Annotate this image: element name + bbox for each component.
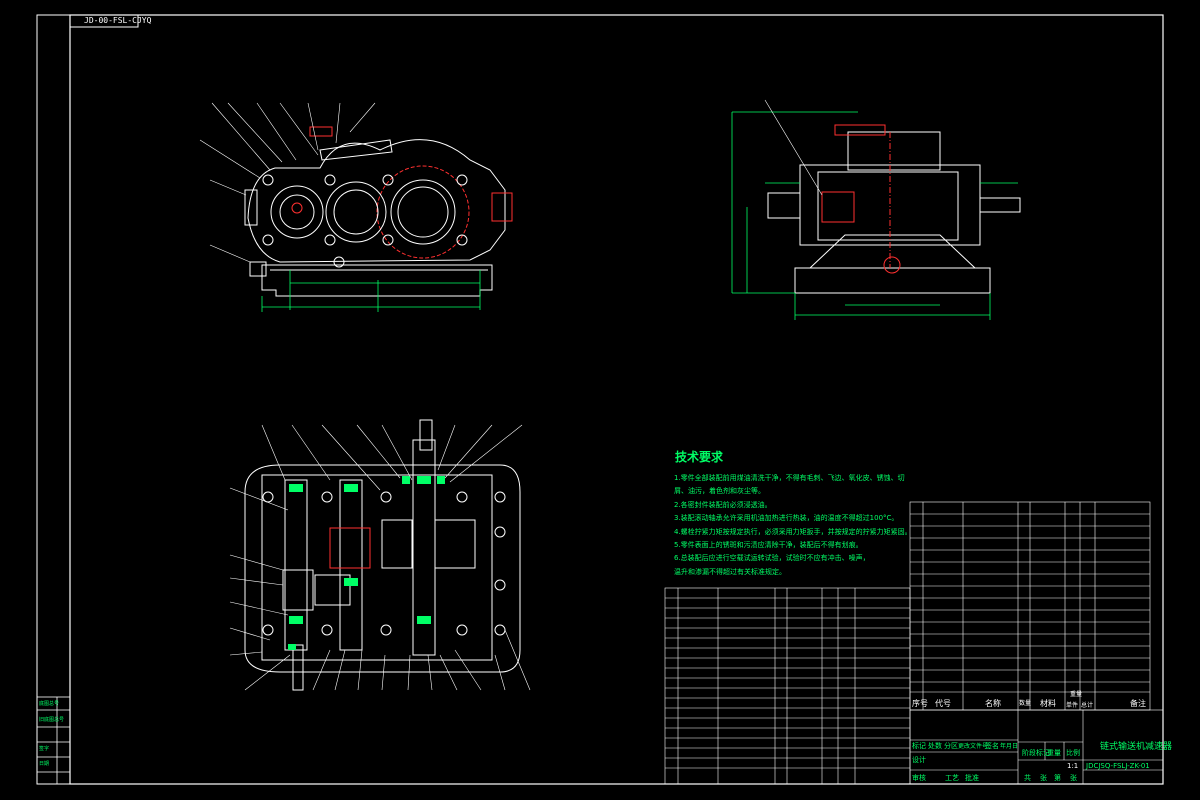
tech-note: 3.装配滚动轴承允许采用机油加热进行热装，油的温度不得超过100°C。 <box>674 514 899 523</box>
tech-note: 屑、油污，着色剂和灰尘等。 <box>674 487 765 496</box>
strip-base-number: 底图总号 <box>39 701 60 707</box>
parts-list <box>664 587 911 785</box>
tech-requirements-heading: 技术要求 <box>675 450 724 464</box>
sign-zone: 分区 <box>944 742 958 750</box>
header-remark: 备注 <box>1130 699 1146 708</box>
sheet-unit-2: 张 <box>1070 774 1077 782</box>
sign-count: 处数 <box>928 742 942 750</box>
side-view <box>731 99 1021 320</box>
sign-mark: 标记 <box>912 742 926 750</box>
stage-scale: 比例 <box>1066 749 1080 757</box>
front-view <box>199 102 513 312</box>
sign-process: 工艺 <box>945 774 959 782</box>
scale-value: 1:1 <box>1067 762 1079 770</box>
header-material: 材料 <box>1040 699 1056 708</box>
sheet-unit-1: 张 <box>1040 774 1047 782</box>
sign-review: 审核 <box>912 774 926 782</box>
section-view <box>229 419 531 691</box>
stage-weight: 重量 <box>1047 749 1061 757</box>
header-unit: 单件 <box>1066 702 1079 709</box>
header-weight: 重量 <box>1070 691 1083 698</box>
drawing-code: JDCJSQ-FSLJ-ZK-01 <box>1086 762 1150 770</box>
sign-date: 年月日 <box>1000 743 1019 750</box>
tech-note: 温升和渗漏不得超过有关标准规定。 <box>674 567 786 576</box>
header-name: 名称 <box>985 699 1001 708</box>
inner-frame <box>69 14 1164 785</box>
header-code: 代号 <box>935 699 951 708</box>
strip-signature: 签字 <box>39 746 50 752</box>
tech-requirements-notes: 1.零件全部装配前用煤油清洗干净，不得有毛刺、飞边、氧化皮、锈蚀、切 屑、油污，… <box>674 472 909 579</box>
sign-approve: 批准 <box>965 774 979 782</box>
tech-note: 6.总装配后应进行空载试运转试验，试验时不应有冲击、噪声， <box>674 554 870 563</box>
header-total: 总计 <box>1081 702 1094 709</box>
tech-note: 2.各密封件装配前必须浸透油。 <box>674 500 772 509</box>
left-strip <box>36 696 71 785</box>
tech-note: 5.零件表面上的锈斑和污渍应清除干净，装配后不得有划痕。 <box>674 541 863 550</box>
sign-design: 设计 <box>912 756 926 764</box>
drawing-number: JD-00-FSL-CJYQ <box>84 16 152 25</box>
tech-note: 1.零件全部装配前用煤油清洗干净，不得有毛刺、飞边、氧化皮、锈蚀、切 <box>674 474 905 482</box>
strip-old-base: 旧底图总号 <box>39 717 65 723</box>
sign-signature: 签名 <box>985 742 999 750</box>
stage-mark: 阶段标记 <box>1022 749 1050 757</box>
drawing-title: 链式输送机减速器 <box>1100 742 1173 752</box>
sign-change-doc: 更改文件号 <box>958 743 989 750</box>
strip-date: 日期 <box>39 761 50 767</box>
drawing-number-box <box>69 14 139 28</box>
title-block-grid <box>909 501 1164 785</box>
header-index: 序号 <box>912 699 928 708</box>
outer-frame <box>36 14 1164 785</box>
header-qty: 数量 <box>1019 700 1032 707</box>
sheet-current-label: 第 <box>1054 774 1061 782</box>
sheet-total-label: 共 <box>1024 774 1031 782</box>
tech-note: 4.螺栓拧紧力矩按规定执行，必须采用力矩扳手，并按规定的拧紧力矩紧固。 <box>674 527 909 536</box>
